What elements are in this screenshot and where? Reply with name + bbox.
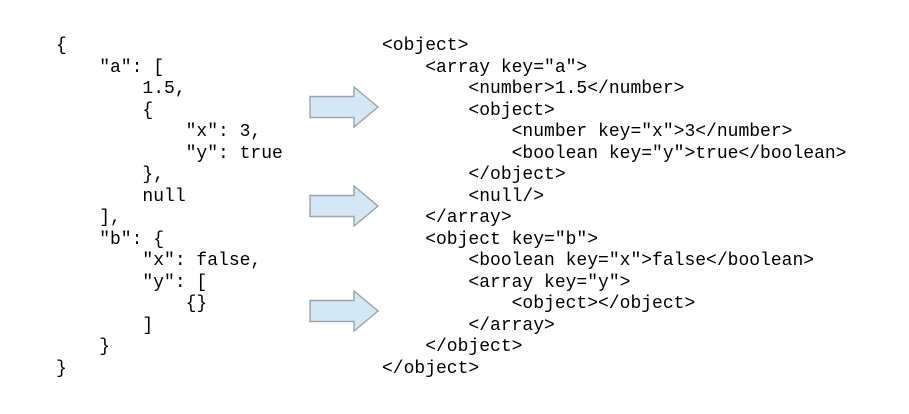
right-arrow-icon	[309, 290, 379, 332]
right-arrow-icon	[309, 86, 379, 128]
right-arrow-icon	[309, 185, 379, 227]
json-to-xml-arrow-1	[309, 86, 379, 128]
right-arrow-shape	[309, 86, 379, 128]
xml-output-code: <object> <array key="a"> <number>1.5</nu…	[382, 36, 847, 379]
right-arrow-shape	[309, 185, 379, 227]
right-arrow-shape	[309, 290, 379, 332]
json-to-xml-arrow-3	[309, 290, 379, 332]
json-to-xml-arrow-2	[309, 185, 379, 227]
json-source-code: { "a": [ 1.5, { "x": 3, "y": true }, nul…	[56, 36, 283, 379]
